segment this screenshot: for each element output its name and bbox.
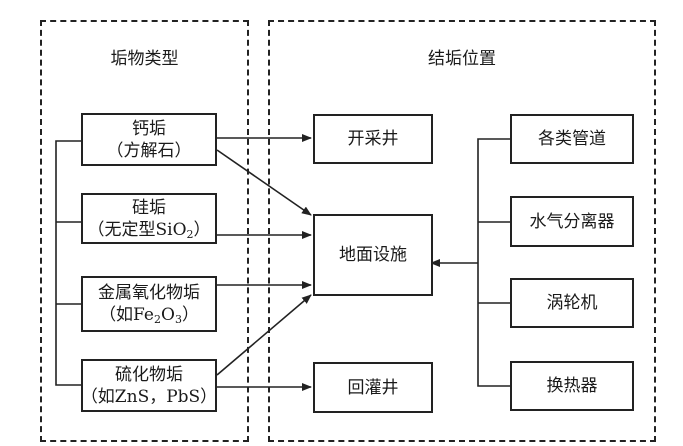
production-well-label: 开采井 bbox=[347, 129, 399, 149]
sulfide-scale-detail: （如ZnS，PbS） bbox=[80, 386, 218, 407]
calcium-scale-detail: （方解石） bbox=[106, 140, 192, 161]
calcium-scale-box: 钙垢 （方解石） bbox=[81, 113, 217, 166]
equipment-heat-exchanger-box: 换热器 bbox=[510, 361, 634, 411]
scale-location-panel bbox=[268, 20, 656, 442]
arrow-calcium-to-surface bbox=[216, 149, 312, 216]
scale-location-panel-title: 结垢位置 bbox=[428, 49, 496, 69]
reinjection-well-box: 回灌井 bbox=[313, 362, 433, 413]
equipment-pipes-label: 各类管道 bbox=[538, 129, 606, 149]
metal-oxide-scale-box: 金属氧化物垢 （如Fe2O3） bbox=[81, 276, 217, 332]
calcium-scale-name: 钙垢 bbox=[132, 118, 166, 139]
scale-type-panel-title: 垢物类型 bbox=[110, 49, 179, 69]
equipment-turbine-box: 涡轮机 bbox=[510, 278, 634, 328]
equipment-pipes-box: 各类管道 bbox=[510, 114, 634, 164]
scale-type-panel bbox=[40, 20, 249, 442]
silica-scale-name: 硅垢 bbox=[132, 197, 166, 218]
production-well-box: 开采井 bbox=[313, 114, 433, 164]
left-bracket-line bbox=[55, 140, 81, 386]
silica-scale-box: 硅垢 （无定型SiO2） bbox=[81, 193, 217, 244]
surface-facility-box: 地面设施 bbox=[313, 214, 433, 296]
metal-oxide-scale-detail: （如Fe2O3） bbox=[99, 305, 199, 326]
sulfide-scale-name: 硫化物垢 bbox=[115, 364, 183, 385]
metal-oxide-scale-name: 金属氧化物垢 bbox=[98, 283, 200, 303]
equipment-heat-exchanger-label: 换热器 bbox=[546, 376, 598, 396]
equipment-separator-label: 水气分离器 bbox=[529, 211, 615, 232]
reinjection-well-label: 回灌井 bbox=[347, 377, 399, 398]
arrow-sulfide-to-surface bbox=[216, 294, 312, 376]
equipment-turbine-label: 涡轮机 bbox=[546, 293, 598, 313]
silica-scale-detail: （无定型SiO2） bbox=[87, 219, 211, 241]
surface-facility-label: 地面设施 bbox=[339, 245, 407, 265]
sulfide-scale-box: 硫化物垢 （如ZnS，PbS） bbox=[81, 359, 217, 412]
equipment-separator-box: 水气分离器 bbox=[510, 196, 634, 247]
